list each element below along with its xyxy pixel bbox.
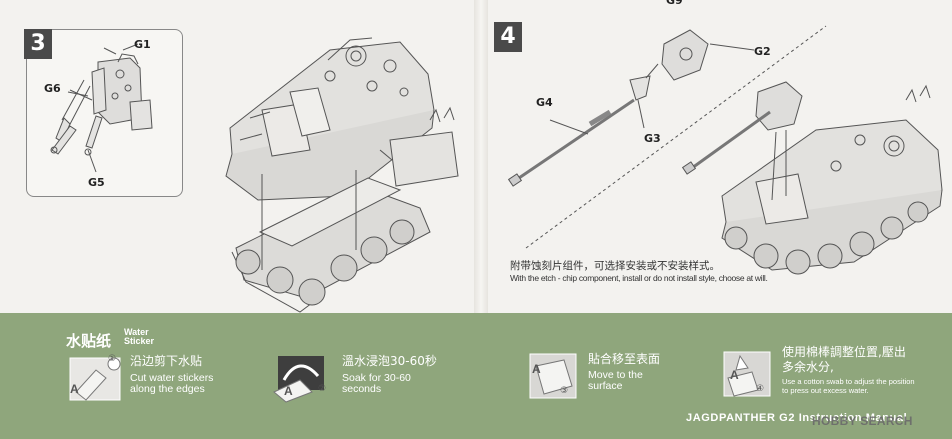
sticker-step-3-letter: A [532, 362, 541, 376]
etch-note-en: With the etch - chip component, install … [510, 273, 768, 283]
sticker-step-4-en: Use a cotton swab to adjust the position… [782, 377, 915, 395]
part-label-g2: G2 [754, 45, 771, 58]
manual-brand-footer: JAGDPANTHER G2 Instruction Manual [686, 412, 908, 424]
water-sticker-title-cn: 水贴纸 [66, 332, 112, 350]
sticker-step-2-num: ② [318, 384, 327, 394]
water-sticker-title-en: Water Sticker [124, 327, 155, 346]
part-label-g9-partial: G9 [666, 0, 683, 7]
sticker-step-3-thumb [524, 350, 582, 402]
sticker-step-1-letter: A [70, 382, 79, 396]
step-4-badge: 4 [494, 22, 522, 52]
sticker-step-4-letter: A [730, 368, 739, 382]
etch-note-cn: 附带蚀刻片组件，可选择安装或不安装样式。 [510, 260, 720, 272]
step-3-drawing [50, 37, 459, 313]
sticker-step-3-num: ③ [560, 386, 569, 396]
sticker-step-1-cn: 沿边剪下水贴 [130, 354, 203, 368]
sticker-step-2-letter: A [284, 384, 293, 398]
sticker-step-1-num: ① [108, 354, 117, 364]
sticker-step-2-en: Soak for 30-60 seconds [342, 372, 411, 395]
step-3-badge: 3 [24, 29, 52, 59]
left-page: 3 [24, 29, 459, 313]
part-label-g4: G4 [536, 96, 553, 109]
sticker-step-2-thumb [270, 352, 328, 404]
part-label-g6: G6 [44, 82, 61, 95]
hobby-search-watermark: HOBBY SEARCH [812, 414, 913, 428]
right-page: 4 [486, 0, 952, 439]
sticker-step-3-cn: 貼合移至表面 [588, 352, 661, 366]
sticker-step-4-thumb [718, 348, 776, 400]
step-4-drawing [507, 25, 943, 275]
sticker-step-3-en: Move to the surface [588, 369, 643, 392]
part-label-g1: G1 [134, 38, 151, 51]
sticker-step-2-cn: 溫水浸泡30-60秒 [342, 354, 437, 368]
sticker-step-4-cn: 使用棉棒調整位置,壓出多余水分, [782, 345, 906, 374]
part-label-g3: G3 [644, 132, 661, 145]
sticker-step-1-en: Cut water stickers along the edges [130, 372, 214, 395]
part-label-g5: G5 [88, 176, 105, 189]
water-sticker-footer [0, 313, 952, 439]
sticker-step-4-num: ④ [756, 384, 765, 394]
sticker-step-1-thumb [66, 352, 124, 404]
